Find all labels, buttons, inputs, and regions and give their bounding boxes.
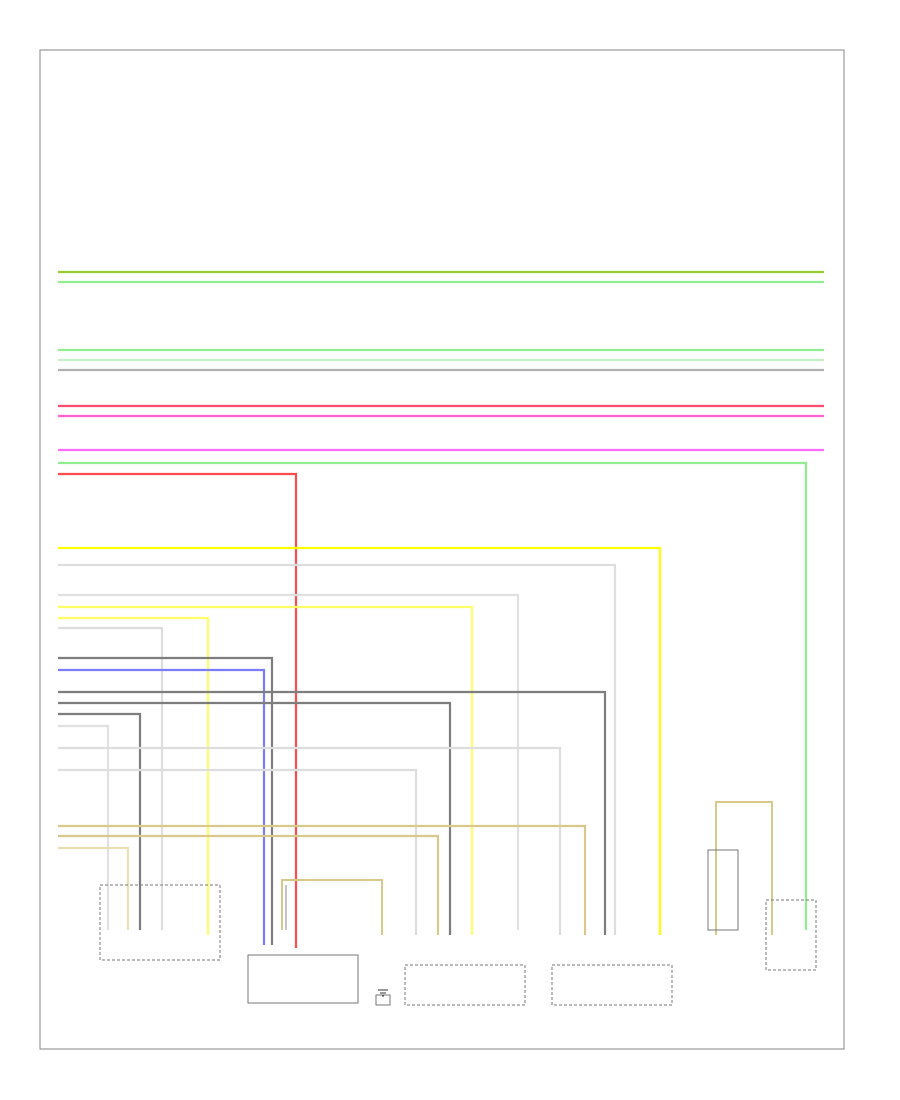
wire-22	[58, 746, 562, 935]
wire-20	[58, 712, 142, 930]
wire-10	[58, 546, 662, 935]
diagram-frame	[39, 49, 845, 1050]
right-sensor-2-box	[551, 964, 673, 1006]
wire-12	[58, 593, 520, 930]
component-group	[99, 849, 817, 1006]
wire-25	[58, 834, 440, 935]
wire-26	[58, 846, 130, 930]
relay-box	[707, 849, 739, 931]
center-loop-wire	[281, 879, 383, 935]
center-module-box	[247, 954, 359, 1004]
wire-24	[58, 824, 587, 935]
ground-box	[375, 994, 391, 1006]
wire-group	[58, 270, 824, 948]
wire-15	[58, 626, 164, 930]
wire-9	[58, 472, 298, 948]
wire-18	[58, 690, 607, 935]
right-sensor-1-box	[404, 964, 526, 1006]
wire-23	[58, 768, 418, 935]
wire-16	[58, 656, 274, 945]
relay-loop-wire	[715, 801, 773, 935]
wire-21	[58, 724, 110, 930]
wire-11	[58, 563, 617, 935]
left-sensor-box	[99, 884, 221, 961]
compressor-box	[765, 899, 817, 971]
wire-19	[58, 701, 452, 935]
wire-14	[58, 616, 210, 935]
wire-17	[58, 668, 266, 945]
wire-8	[58, 461, 808, 930]
